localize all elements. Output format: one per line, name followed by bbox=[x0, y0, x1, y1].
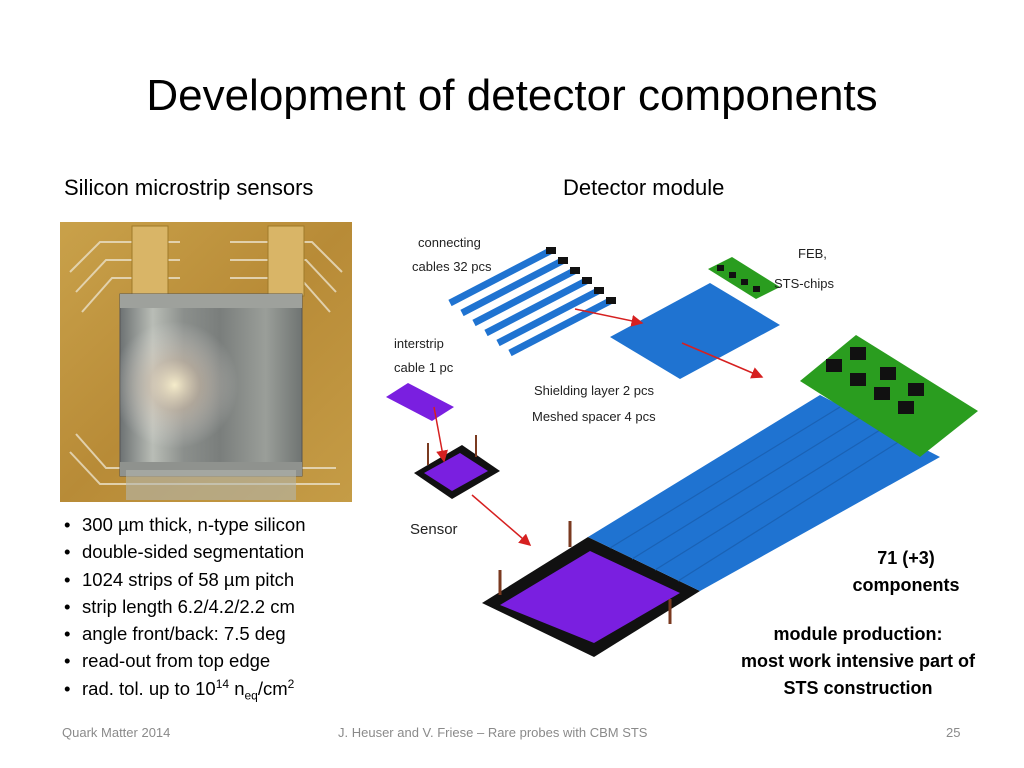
label-interstrip-count: cable 1 pc bbox=[394, 360, 454, 375]
bullet-item: strip length 6.2/4.2/2.2 cm bbox=[62, 593, 306, 621]
components-count: 71 (+3) bbox=[877, 548, 935, 568]
production-callout: module production: most work intensive p… bbox=[700, 621, 1016, 702]
rad-n: n bbox=[229, 677, 245, 699]
components-callout: 71 (+3) components bbox=[826, 545, 986, 599]
bullet-item: 300 µm thick, n-type silicon bbox=[62, 511, 306, 539]
rad-unit: /cm bbox=[257, 677, 288, 699]
bullet-item-radiation: rad. tol. up to 1014 neq/cm2 bbox=[62, 675, 306, 703]
label-shielding: Shielding layer 2 pcs bbox=[534, 383, 654, 398]
connecting-cables bbox=[448, 247, 612, 357]
footer-authors: J. Heuser and V. Friese – Rare probes wi… bbox=[338, 725, 648, 740]
rad-exponent: 14 bbox=[215, 676, 230, 691]
label-cables-count: cables 32 pcs bbox=[412, 259, 492, 274]
bullet-item: angle front/back: 7.5 deg bbox=[62, 620, 306, 648]
bullet-item: read-out from top edge bbox=[62, 647, 306, 675]
sensor-photo bbox=[60, 222, 352, 502]
rad-unit-exponent: 2 bbox=[287, 676, 295, 691]
right-heading: Detector module bbox=[563, 175, 725, 200]
bullet-item: 1024 strips of 58 µm pitch bbox=[62, 566, 306, 594]
label-connecting: connecting bbox=[418, 235, 481, 250]
rad-prefix: rad. tol. up to 10 bbox=[82, 677, 216, 699]
interstrip-cable bbox=[386, 383, 454, 421]
label-feb: FEB, bbox=[798, 246, 827, 261]
bullet-item: double-sided segmentation bbox=[62, 538, 306, 566]
label-interstrip: interstrip bbox=[394, 336, 444, 351]
module-diagram: connecting cables 32 pcs FEB, STS-chips … bbox=[386, 235, 978, 657]
left-heading: Silicon microstrip sensors bbox=[64, 175, 314, 200]
production-line: most work intensive part of bbox=[740, 651, 976, 671]
label-sensor: Sensor bbox=[410, 521, 458, 538]
page-number: 25 bbox=[946, 725, 961, 740]
feb-small bbox=[708, 257, 780, 299]
components-label: components bbox=[852, 575, 960, 595]
label-spacer: Meshed spacer 4 pcs bbox=[532, 409, 656, 424]
footer-conference: Quark Matter 2014 bbox=[62, 725, 171, 740]
production-line: module production: bbox=[773, 624, 943, 644]
module-cables bbox=[588, 395, 940, 591]
shielding-layer bbox=[610, 283, 780, 379]
rad-subscript: eq bbox=[244, 688, 258, 703]
slide-title: Development of detector components bbox=[146, 71, 878, 120]
label-sts-chips: STS-chips bbox=[774, 276, 834, 291]
bullet-list: 300 µm thick, n-type silicon double-side… bbox=[62, 511, 306, 702]
production-line: STS construction bbox=[783, 678, 933, 698]
